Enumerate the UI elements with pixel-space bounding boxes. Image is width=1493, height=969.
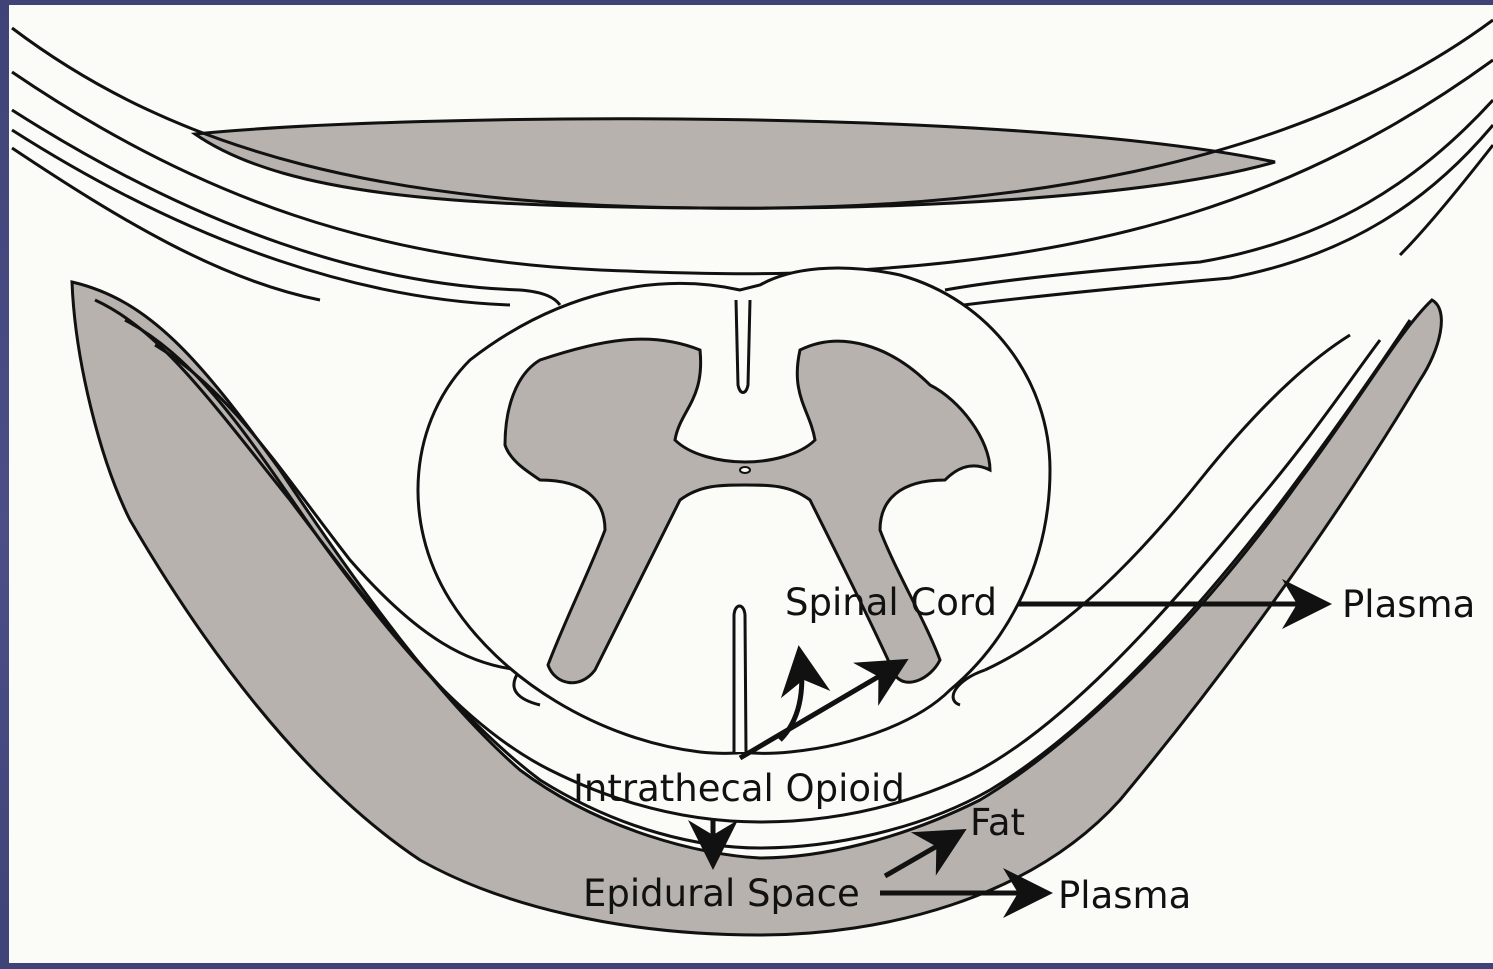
label-epidural-space: Epidural Space: [583, 872, 860, 915]
label-intrathecal-opioid: Intrathecal Opioid: [573, 767, 905, 810]
posterior-fissure: [736, 300, 750, 393]
label-fat: Fat: [970, 801, 1025, 844]
label-spinal-cord: Spinal Cord: [785, 581, 997, 624]
anterior-fissure: [734, 606, 746, 752]
central-canal: [740, 467, 750, 473]
label-plasma-top: Plasma: [1342, 583, 1475, 626]
label-plasma-bottom: Plasma: [1058, 874, 1191, 917]
posterior-shaded-layer: [195, 119, 1275, 208]
